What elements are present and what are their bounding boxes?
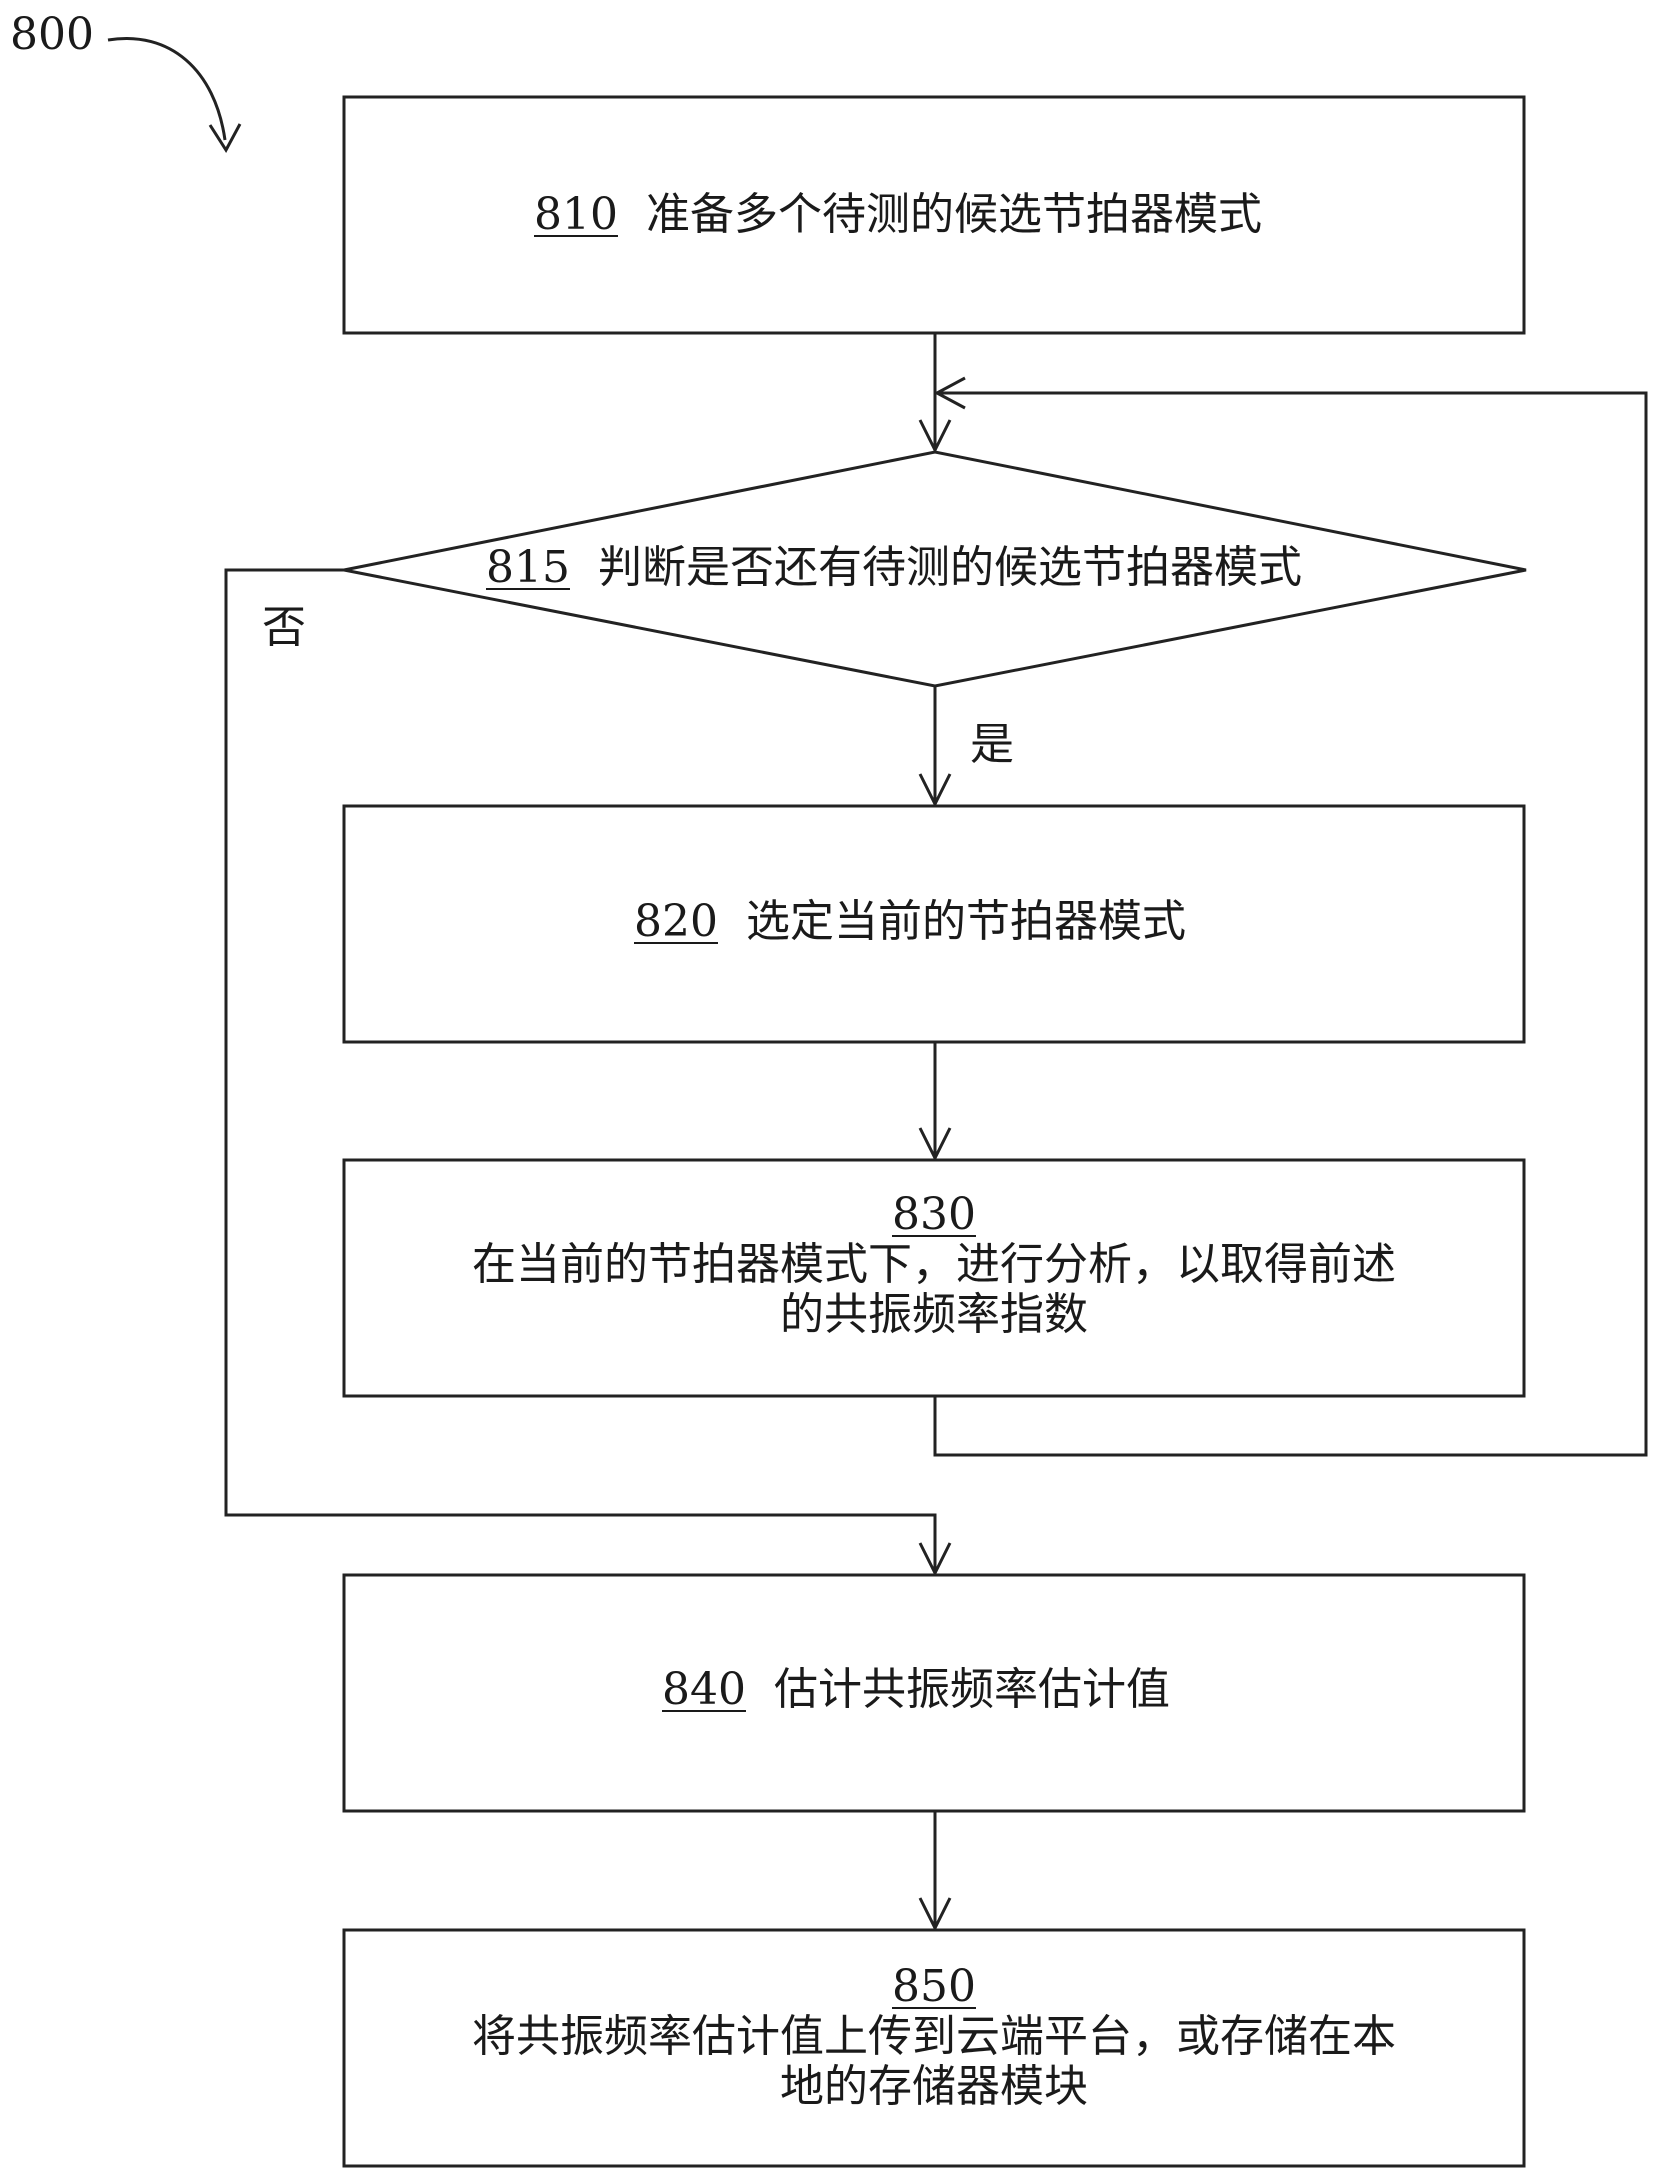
loop-back-line	[933, 391, 1648, 1457]
step-810-text: 准备多个待测的候选节拍器模式	[645, 189, 1262, 240]
step-820-number: 820	[634, 896, 718, 947]
arrowhead-815-in	[918, 419, 952, 454]
step-815-label: 815 判断是否还有待测的候选节拍器模式	[486, 543, 1302, 593]
no-branch-line	[224, 568, 937, 1575]
decision-815	[343, 450, 1527, 688]
figure-label: 800	[10, 9, 94, 60]
step-820-text: 选定当前的节拍器模式	[745, 896, 1186, 947]
step-850-text-line2: 地的存储器模块	[780, 2061, 1088, 2112]
step-830-label: 830 在当前的节拍器模式下，进行分析，以取得前述 的共振频率指数	[344, 1190, 1524, 1340]
step-850-text-line1: 将共振频率估计值上传到云端平台，或存储在本	[472, 2011, 1396, 2062]
step-850-number: 850	[892, 1961, 976, 2012]
step-830-text-line1: 在当前的节拍器模式下，进行分析，以取得前述	[472, 1239, 1396, 1290]
step-810-label: 810 准备多个待测的候选节拍器模式	[534, 190, 1262, 240]
arrowhead-850-in	[918, 1897, 952, 1932]
step-840-label: 840 估计共振频率估计值	[662, 1665, 1170, 1715]
step-815-text: 判断是否还有待测的候选节拍器模式	[597, 542, 1302, 593]
step-810-number: 810	[534, 189, 618, 240]
step-815-number: 815	[486, 542, 570, 593]
arrowhead-820-in	[918, 773, 952, 808]
step-840-text: 估计共振频率估计值	[773, 1664, 1170, 1715]
step-830-text-line2: 的共振频率指数	[780, 1289, 1088, 1340]
arrowhead-840-in	[918, 1542, 952, 1577]
loop-back-arrowhead	[933, 376, 966, 410]
step-830-number: 830	[892, 1189, 976, 1240]
figure-pointer-arrowhead	[208, 123, 242, 153]
step-850-label: 850 将共振频率估计值上传到云端平台，或存储在本 地的存储器模块	[344, 1962, 1524, 2112]
figure-pointer-arrow	[107, 37, 227, 141]
no-branch-label: 否	[262, 602, 306, 653]
step-840-number: 840	[662, 1664, 746, 1715]
step-820-label: 820 选定当前的节拍器模式	[634, 897, 1186, 947]
arrowhead-830-in	[918, 1127, 952, 1162]
yes-branch-label: 是	[970, 719, 1014, 770]
